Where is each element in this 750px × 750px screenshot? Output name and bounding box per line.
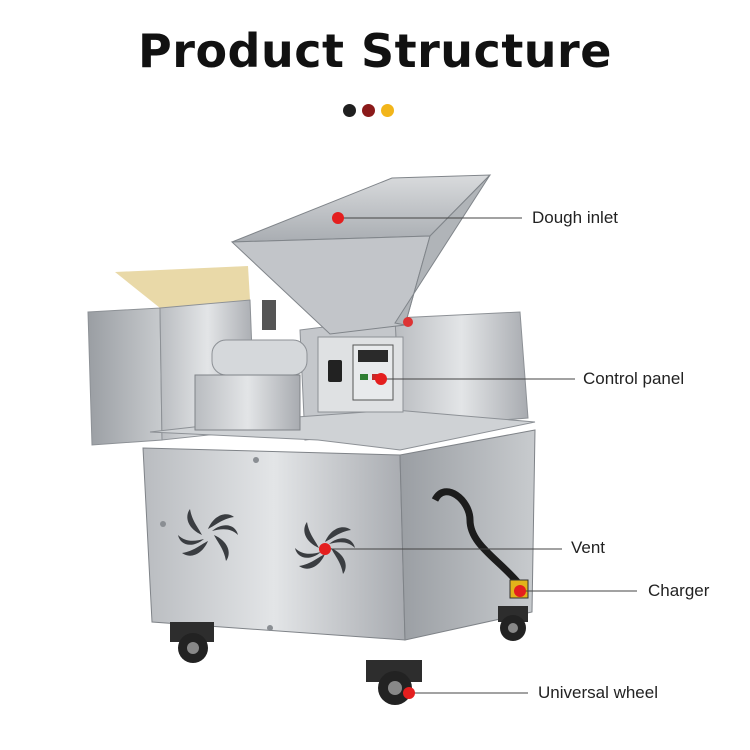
accent-dots — [343, 104, 394, 117]
callout-label-dough-inlet: Dough inlet — [532, 208, 619, 227]
control-panel — [317, 317, 413, 413]
accent-dot-red — [362, 104, 375, 117]
callout-lines — [325, 217, 637, 694]
vent-left — [178, 509, 238, 561]
wheels — [170, 606, 528, 705]
callout-label-control-panel: Control panel — [583, 369, 685, 388]
callout-dot-vent — [319, 543, 331, 555]
lower-cabinet — [142, 429, 536, 641]
callout-dot-dough-inlet — [332, 212, 344, 224]
dough-hopper — [230, 174, 492, 335]
accent-dot-dark — [343, 104, 356, 117]
vent-right — [295, 522, 355, 574]
extruder-assembly — [194, 300, 308, 431]
callout-label-universal-wheel: Universal wheel — [538, 683, 658, 702]
callout-label-charger: Charger — [648, 581, 710, 600]
accent-dot-yellow — [381, 104, 394, 117]
callout-dot-charger — [514, 585, 526, 597]
callout-label-vent: Vent — [571, 538, 606, 557]
callout-dot-control-panel — [375, 373, 387, 385]
callout-markers — [319, 212, 526, 699]
power-cable — [431, 488, 523, 588]
page-title: Product Structure — [138, 24, 612, 78]
callout-dot-universal-wheel — [403, 687, 415, 699]
